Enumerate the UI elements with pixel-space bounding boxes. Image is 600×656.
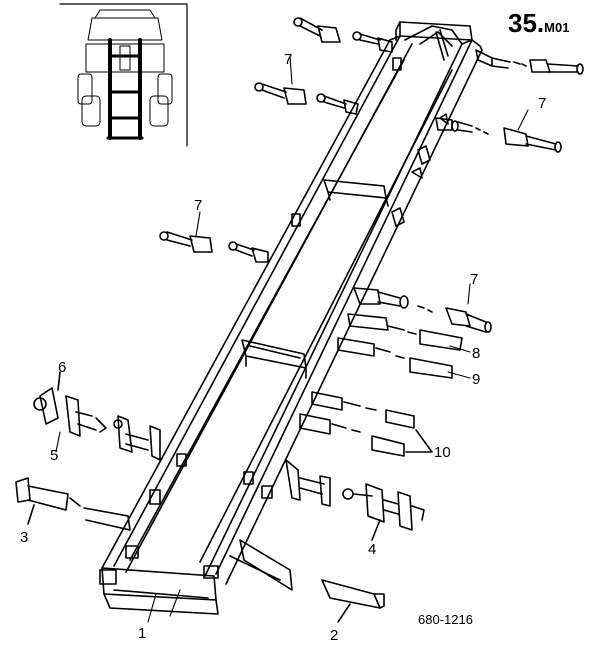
- callout-1: 1: [138, 625, 147, 642]
- outrigger-set-7: [159, 17, 584, 333]
- rear-extension-2: [229, 539, 385, 623]
- chassis-frame: [99, 21, 483, 615]
- rear-extension-3: [15, 477, 131, 531]
- callout-10: 10: [434, 444, 451, 461]
- callout-7-middle-right: 7: [470, 271, 479, 288]
- page-number: 35.M01: [508, 8, 569, 39]
- callout-leaders: [55, 55, 529, 623]
- callout-8: 8: [472, 345, 481, 362]
- callout-7-top-left: 7: [284, 51, 293, 68]
- drawing-reference-number: 680-1216: [418, 612, 473, 627]
- callout-2: 2: [330, 627, 339, 644]
- callout-6: 6: [58, 359, 67, 376]
- page-number-suffix: M01: [544, 20, 570, 35]
- locator-thumbnail: [59, 3, 188, 147]
- spring-hangers-4: [285, 459, 425, 541]
- brackets-8-9-10: [299, 313, 463, 457]
- callout-7-middle-left: 7: [194, 197, 203, 214]
- callout-3: 3: [20, 529, 29, 546]
- page-number-main: 35.: [508, 8, 545, 38]
- callout-4: 4: [368, 541, 377, 558]
- spring-hangers-5-6: [33, 371, 161, 461]
- callout-9: 9: [472, 371, 481, 388]
- callout-7-top-right: 7: [538, 95, 547, 112]
- callout-5: 5: [50, 447, 59, 464]
